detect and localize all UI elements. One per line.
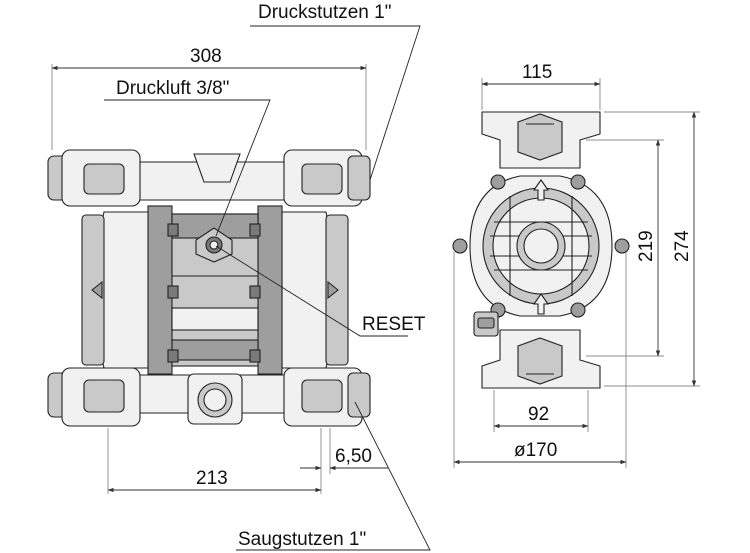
callout-air: Druckluft 3/8" [116, 78, 229, 99]
side-view [452, 78, 700, 468]
dim-top-width-115: 115 [522, 62, 552, 83]
dim-width-308: 308 [190, 46, 222, 67]
front-view [47, 25, 431, 551]
callout-suction: Saugstutzen 1" [238, 529, 366, 550]
dim-bottom-width-92: 92 [528, 404, 549, 425]
callout-discharge: Druckstutzen 1" [258, 2, 391, 23]
dim-diameter-170: ø170 [514, 440, 557, 461]
dim-port-spacing-213: 213 [196, 468, 228, 489]
dim-port-offset-650: 6,50 [335, 446, 372, 467]
dim-inner-height-219: 219 [636, 230, 657, 262]
dim-total-height-274: 274 [672, 230, 693, 262]
callout-reset: RESET [362, 314, 426, 335]
